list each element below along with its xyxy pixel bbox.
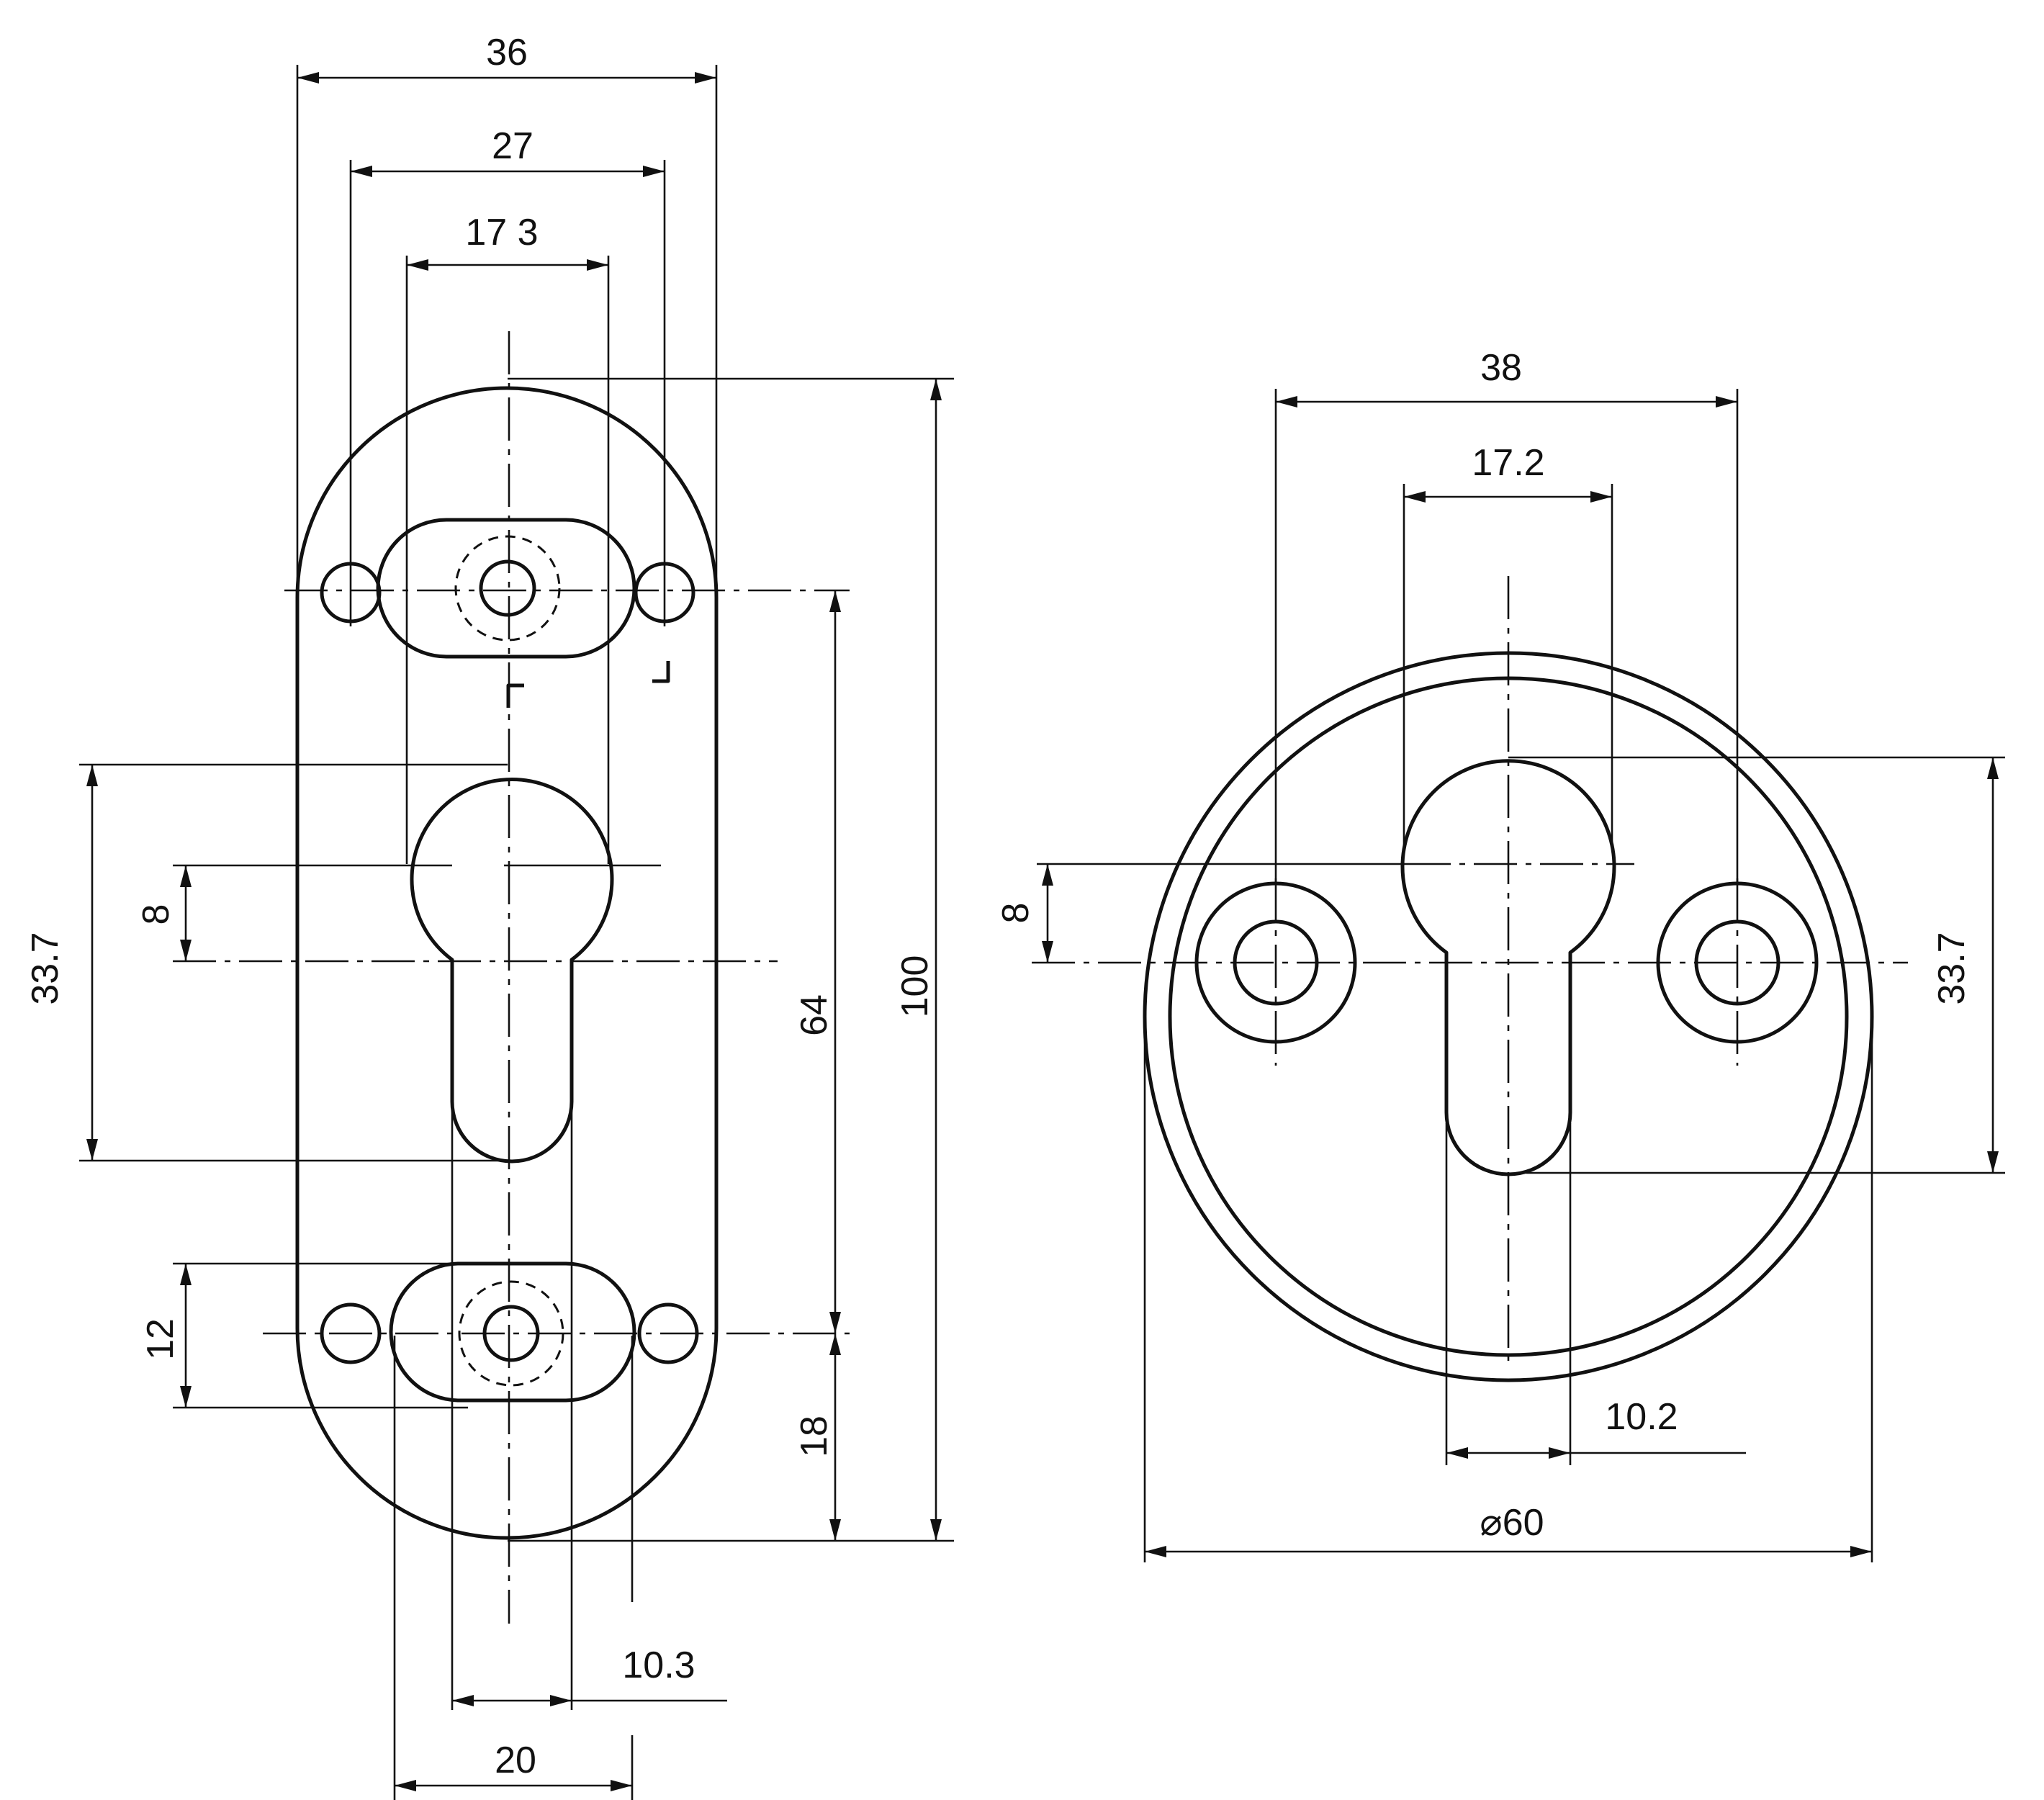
dim-rosette-hole-spacing-38: 38 bbox=[1276, 347, 1737, 408]
right-extension-lines bbox=[1037, 389, 2005, 1562]
left-extension-lines bbox=[79, 65, 954, 1800]
dim-label-diameter-60: ⌀60 bbox=[1480, 1502, 1544, 1544]
dim-cam-offset-8: 8 bbox=[135, 865, 192, 961]
dim-label-10-3: 10.3 bbox=[622, 1644, 695, 1686]
top-screw-hole bbox=[479, 559, 536, 617]
dim-rosette-slot-width-17-2: 17.2 bbox=[1404, 442, 1612, 503]
dim-rosette-bit-width-10-2: 10.2 bbox=[1446, 1396, 1746, 1459]
dim-slot-width-17-3: 17 3 bbox=[407, 212, 608, 271]
dim-label-8: 8 bbox=[135, 904, 177, 925]
dim-label-36: 36 bbox=[486, 32, 528, 73]
dim-label-rosette-8: 8 bbox=[995, 903, 1037, 924]
oval-plate-outline bbox=[295, 386, 719, 1540]
dim-rosette-cam-offset-8: 8 bbox=[995, 864, 1053, 963]
dim-cylinder-length-33-7: 33.7 bbox=[24, 765, 98, 1161]
dim-label-100: 100 bbox=[894, 955, 936, 1018]
dim-label-17-3: 17 3 bbox=[465, 212, 538, 253]
bottom-slot-outline bbox=[389, 1261, 636, 1403]
dim-label-18: 18 bbox=[793, 1416, 835, 1457]
dim-slot-length-20: 20 bbox=[395, 1740, 632, 1791]
top-slot-hidden-circle bbox=[454, 535, 561, 642]
corner-mark-left bbox=[506, 683, 524, 708]
dim-label-33-7: 33.7 bbox=[24, 932, 66, 1004]
dim-width-36: 36 bbox=[297, 32, 716, 84]
rosette-keyhole-outline bbox=[1400, 759, 1616, 1176]
dim-label-17-2: 17.2 bbox=[1472, 442, 1544, 484]
dim-rosette-diameter-60: ⌀60 bbox=[1145, 1502, 1872, 1557]
dim-label-27: 27 bbox=[492, 125, 533, 167]
corner-mark-right bbox=[652, 661, 670, 683]
cylinder-keyhole-outline bbox=[410, 778, 614, 1164]
dim-bottom-offset-18: 18 bbox=[793, 1333, 841, 1541]
dim-bit-width-10-3: 10.3 bbox=[452, 1644, 727, 1706]
dim-hole-spacing-27: 27 bbox=[351, 125, 665, 177]
dim-label-12: 12 bbox=[140, 1318, 181, 1360]
dim-label-64: 64 bbox=[793, 994, 835, 1036]
bottom-left-hole bbox=[320, 1302, 382, 1364]
left-view-oval-plate: 36 27 17 3 100 64 bbox=[24, 32, 954, 1800]
dim-rosette-cylinder-length-33-7: 33.7 bbox=[1931, 757, 1999, 1173]
dim-label-10-2: 10.2 bbox=[1605, 1396, 1678, 1438]
dim-hole-distance-64: 64 bbox=[793, 590, 841, 1333]
dim-total-height-100: 100 bbox=[894, 379, 942, 1541]
dim-label-20: 20 bbox=[495, 1740, 536, 1781]
dim-label-rosette-33-7: 33.7 bbox=[1931, 932, 1973, 1004]
right-view-round-rosette: 38 17.2 33.7 8 10.2 bbox=[995, 347, 2005, 1562]
dim-slot-height-12: 12 bbox=[140, 1264, 192, 1408]
top-slot-outline bbox=[376, 518, 636, 659]
dim-label-38: 38 bbox=[1480, 347, 1522, 389]
